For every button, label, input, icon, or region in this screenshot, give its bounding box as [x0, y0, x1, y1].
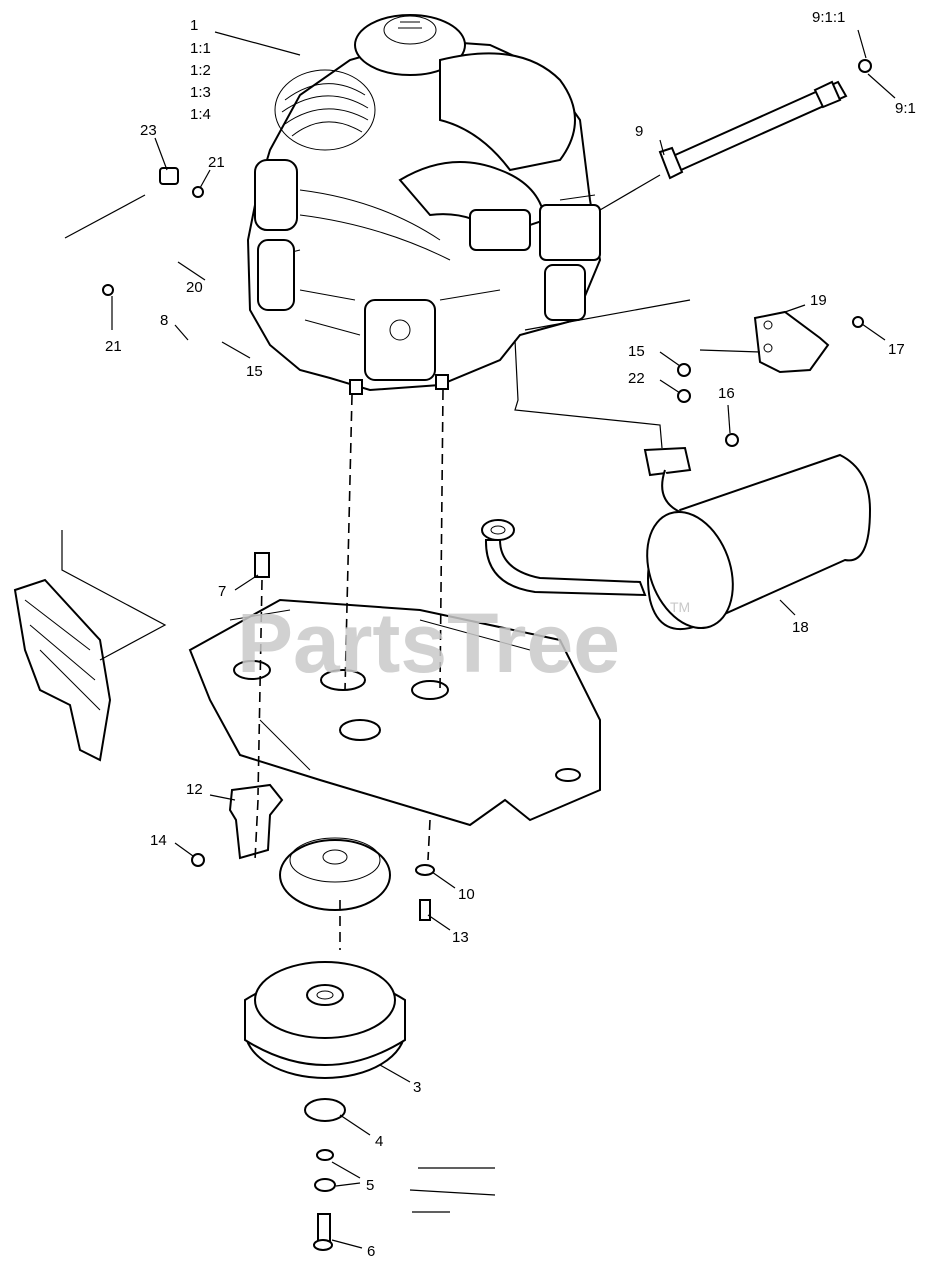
muffler-bracket [524, 299, 864, 447]
callout-9: 9 [635, 123, 643, 140]
callout-labels: 1 1:1 1:2 1:3 1:4 9:1:1 9:1 9 23 21 20 2… [105, 9, 916, 1260]
callout-21-bottom: 21 [105, 338, 122, 355]
exhaust-tube [599, 59, 872, 211]
callout-19: 19 [810, 292, 827, 309]
callout-17: 17 [888, 341, 905, 358]
callout-1-4: 1:4 [190, 106, 211, 123]
callout-20: 20 [186, 279, 203, 296]
callout-1-2: 1:2 [190, 62, 211, 79]
callout-1: 1 [190, 17, 198, 34]
callout-7: 7 [218, 583, 226, 600]
callout-10: 10 [458, 886, 475, 903]
muffler [481, 339, 872, 630]
callout-15-right: 15 [628, 343, 645, 360]
callout-12: 12 [186, 781, 203, 798]
callout-1-3: 1:3 [190, 84, 211, 101]
engine-deck-plate [188, 598, 601, 827]
callout-13: 13 [452, 929, 469, 946]
callout-14: 14 [150, 832, 167, 849]
callout-8: 8 [160, 312, 168, 329]
callout-18: 18 [792, 619, 809, 636]
callout-15-left: 15 [246, 363, 263, 380]
callout-3: 3 [413, 1079, 421, 1096]
callout-21-top: 21 [208, 154, 225, 171]
callout-4: 4 [375, 1133, 383, 1150]
callout-9-1-1: 9:1:1 [812, 9, 845, 26]
callout-22: 22 [628, 370, 645, 387]
watermark: PartsTree [237, 596, 620, 690]
pulley-clutch-stack [191, 552, 496, 1251]
callout-16: 16 [718, 385, 735, 402]
callout-6: 6 [367, 1243, 375, 1260]
fuel-hose [64, 167, 204, 296]
callout-1-1: 1:1 [190, 40, 211, 57]
frame-side [13, 530, 167, 762]
watermark-trademark: TM [670, 599, 690, 615]
alignment-lines [254, 389, 444, 950]
engine-assembly [246, 14, 602, 395]
leader-lines [111, 29, 896, 1249]
callout-5: 5 [366, 1177, 374, 1194]
callout-23: 23 [140, 122, 157, 139]
callout-9-1: 9:1 [895, 100, 916, 117]
